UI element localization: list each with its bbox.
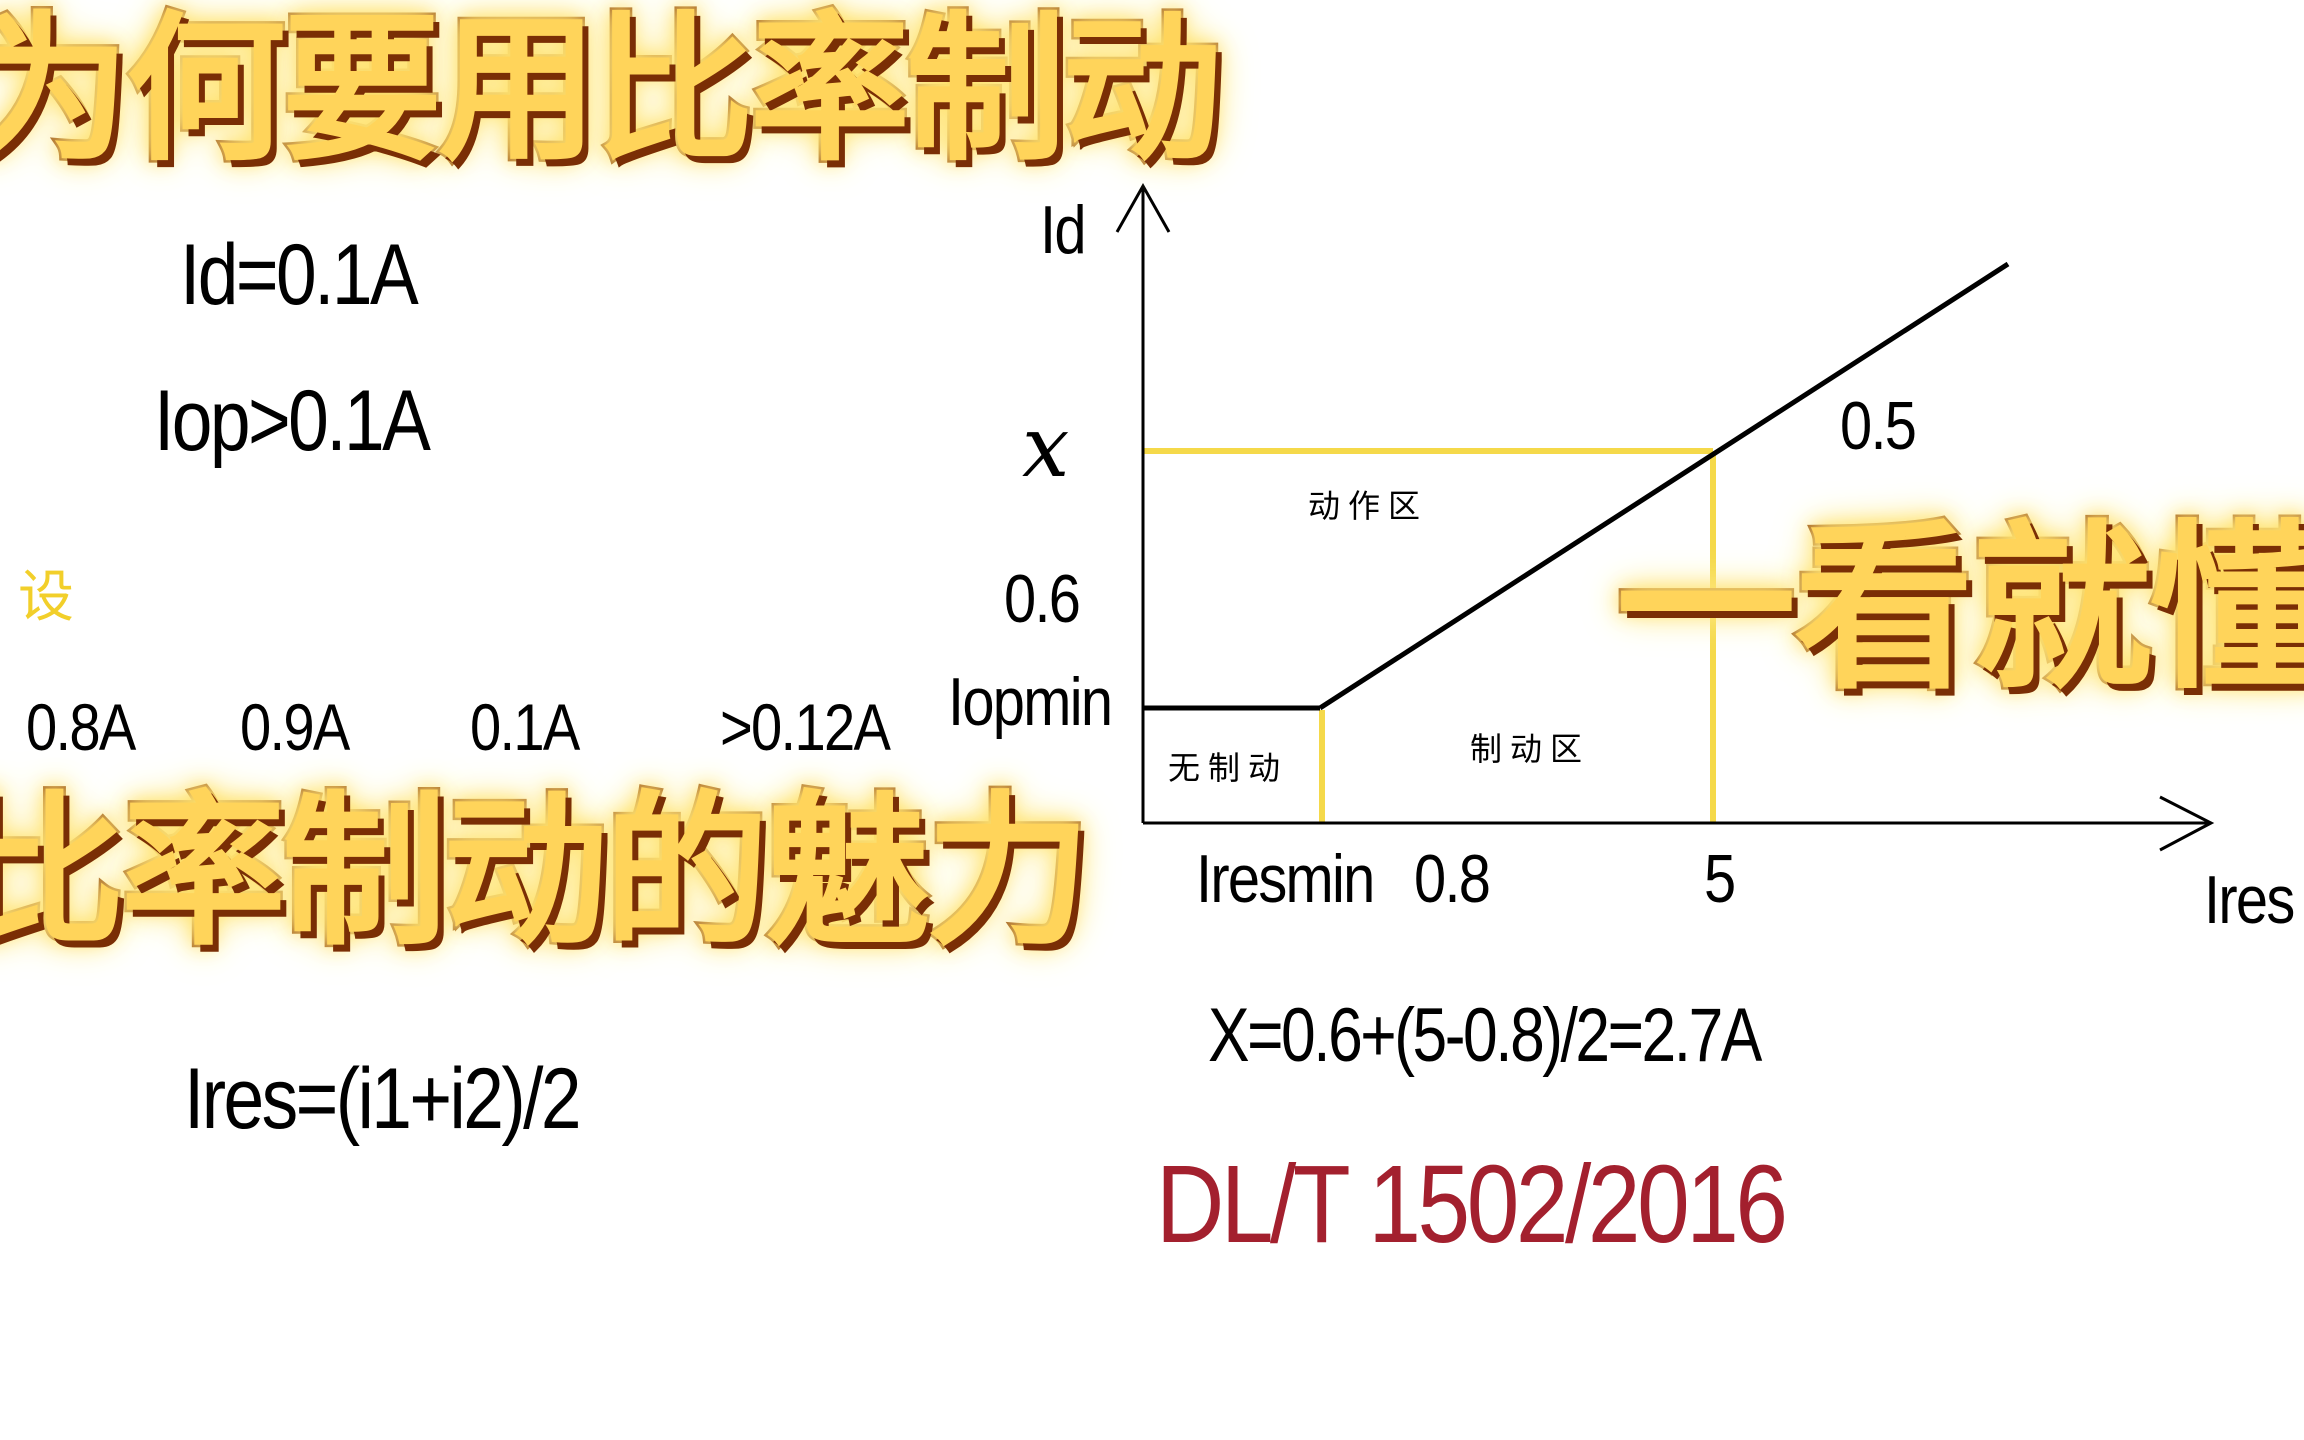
x-axis-arrow — [2159, 795, 2215, 852]
zone-no-restraint: 无制动 — [1168, 749, 1289, 787]
zone-restraint: 制动区 — [1470, 730, 1591, 768]
title-banner: 为何要用比率制动 — [0, 0, 1225, 179]
y-tick-0-6: 0.6 — [1004, 561, 1081, 637]
standard-reference: DL/T 1502/2016 — [1156, 1143, 1788, 1266]
value-1: 0.8A — [26, 690, 136, 764]
y-axis-label: Id — [1040, 192, 1087, 268]
iop-value: Iop>0.1A — [154, 373, 431, 469]
bottom-banner: 比率制动的魅力 — [0, 780, 1094, 964]
slope-segment — [1318, 261, 2010, 711]
y-tick-iopmin: Iopmin — [948, 664, 1113, 740]
right-banner: 一看就懂 — [1613, 509, 2304, 710]
x-axis-label: Ires — [2204, 862, 2295, 938]
y-axis-arrow — [1115, 182, 1171, 233]
x-tick-iresmin: Iresmin — [1196, 841, 1375, 917]
value-4: >0.12A — [720, 690, 891, 764]
ires-formula: Ires=(i1+i2)/2 — [184, 1051, 582, 1147]
characteristic-curve — [1143, 261, 2010, 711]
axes — [1115, 182, 2215, 852]
value-2: 0.9A — [240, 690, 350, 764]
slope-label: 0.5 — [1840, 388, 1917, 464]
guide-lines — [1143, 448, 1716, 823]
x-marker-label: x — [1022, 398, 1070, 496]
id-value: Id=0.1A — [180, 227, 419, 323]
zone-operate: 动作区 — [1308, 487, 1429, 525]
calculation-formula: X=0.6+(5-0.8)/2=2.7A — [1208, 993, 1762, 1078]
partial-yellow-label: 设 — [18, 565, 74, 630]
x-tick-5: 5 — [1704, 841, 1736, 917]
x-tick-0-8: 0.8 — [1414, 841, 1491, 917]
value-3: 0.1A — [470, 690, 580, 764]
